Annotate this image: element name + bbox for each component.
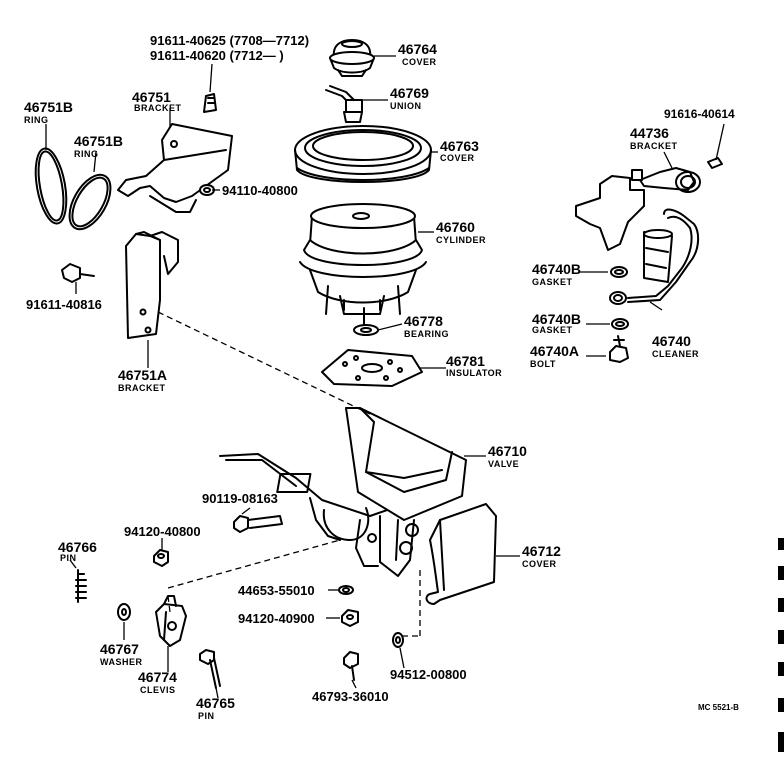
label-91611-40620: 91611-40620 (7712— ) — [150, 48, 284, 63]
edge-mark — [778, 566, 784, 580]
label-46712-name: COVER — [522, 559, 557, 569]
assembly-dashed-lines — [157, 311, 421, 637]
label-46764-number: 46764 — [398, 41, 437, 57]
bolt-46740A-shape — [609, 335, 629, 363]
label-46740B-1-number: 46740B — [532, 261, 582, 277]
gasket-46740B-shape-2 — [611, 318, 629, 330]
label-91611-40816: 91611-40816 — [26, 297, 102, 312]
label-46740-name: CLEANER — [652, 349, 700, 359]
label-46760-name: CYLINDER — [436, 235, 487, 245]
edge-mark — [778, 630, 784, 644]
edge-mark — [778, 538, 784, 550]
leader-lines — [45, 55, 725, 699]
label-44736-name: BRACKET — [630, 141, 678, 151]
label-46767-number: 46767 — [100, 641, 139, 657]
label-46740A-number: 46740A — [530, 343, 580, 359]
label-46740B-1-name: GASKET — [532, 277, 573, 287]
label-46751B-ring2-number: 46751B — [74, 133, 124, 149]
union-46769-shape — [325, 85, 363, 123]
cover-46712-shape — [425, 503, 497, 605]
label-46765-name: PIN — [198, 711, 215, 721]
nut-94110-40800-shape — [199, 184, 215, 196]
label-44653-55010: 44653-55010 — [238, 583, 315, 598]
bolt-90119-08163-shape — [233, 515, 283, 533]
label-46751B-ring2-name: RING — [74, 149, 99, 159]
label-44736-number: 44736 — [630, 125, 669, 141]
label-46764-name: COVER — [402, 57, 437, 67]
label-46751A-name: BRACKET — [118, 383, 166, 393]
label-46769-name: UNION — [390, 101, 422, 111]
valve-46710-shape — [219, 407, 467, 577]
nut-94120-40900-shape — [341, 609, 359, 627]
label-46778-number: 46778 — [404, 313, 443, 329]
label-94120-40900: 94120-40900 — [238, 611, 315, 626]
label-94512-00800: 94512-00800 — [390, 667, 467, 682]
ring-46751B-shape-1 — [34, 147, 68, 225]
label-46710-name: VALVE — [488, 459, 520, 469]
label-46766-number: 46766 — [58, 539, 97, 555]
label-91616-40614: 91616-40614 — [664, 107, 735, 121]
bracket-46751-shape — [117, 93, 233, 213]
clevis-46774-shape — [155, 595, 187, 647]
edge-mark — [778, 662, 784, 676]
label-46710-number: 46710 — [488, 443, 527, 459]
washer-94512-00800-shape — [392, 632, 404, 648]
edge-mark — [778, 698, 784, 712]
ring-46751B-shape-2 — [68, 173, 112, 231]
bracket-46751A-shape — [125, 231, 179, 339]
edge-mark — [778, 598, 784, 612]
label-46766-name: PIN — [60, 553, 77, 563]
pin-46765-shape — [199, 649, 221, 689]
label-46778-name: BEARING — [404, 329, 450, 339]
label-46774-number: 46774 — [138, 669, 177, 685]
label-46712-number: 46712 — [522, 543, 561, 559]
label-46751B-ring1-number: 46751B — [24, 99, 74, 115]
edge-mark — [778, 732, 784, 752]
label-46765-number: 46765 — [196, 695, 235, 711]
bolt-91611-40816-shape — [61, 263, 95, 283]
pin-46766-shape — [75, 569, 87, 603]
bearing-46778-shape — [353, 307, 379, 336]
label-46751-number: 46751 — [132, 89, 171, 105]
label-94110-40800: 94110-40800 — [222, 183, 298, 198]
label-46740B-2-name: GASKET — [532, 325, 573, 335]
insulator-46781-shape — [321, 349, 423, 387]
washer-44653-55010-shape — [338, 585, 354, 595]
label-91611-40625: 91611-40625 (7708—7712) — [150, 33, 310, 48]
label-46774-name: CLEVIS — [140, 685, 176, 695]
label-46767-name: WASHER — [100, 657, 143, 667]
screw-46793-36010-shape — [343, 651, 359, 681]
washer-46767-shape — [117, 603, 131, 621]
label-46760-number: 46760 — [436, 219, 475, 235]
label-46740A-name: BOLT — [530, 359, 556, 369]
label-94120-40800: 94120-40800 — [124, 524, 201, 539]
label-46769-number: 46769 — [390, 85, 429, 101]
label-46763-name: COVER — [440, 153, 475, 163]
cylinder-46760-shape — [299, 203, 427, 315]
bracket-44736-shape — [575, 157, 723, 251]
label-46781-number: 46781 — [446, 353, 485, 369]
cover-46763-shape — [294, 125, 432, 183]
label-46763-number: 46763 — [440, 138, 479, 154]
label-90119-08163: 90119-08163 — [202, 491, 278, 506]
label-46751B-ring1-name: RING — [24, 115, 49, 125]
nut-94120-40800-shape — [153, 549, 169, 567]
label-46751A-number: 46751A — [118, 367, 168, 383]
label-46740B-2-number: 46740B — [532, 311, 582, 327]
diagram-reference-code: MC 5521-B — [698, 703, 739, 712]
label-46740-number: 46740 — [652, 333, 691, 349]
label-46793-36010: 46793-36010 — [312, 689, 389, 704]
label-46751-name: BRACKET — [134, 103, 182, 113]
label-46781-name: INSULATOR — [446, 368, 503, 378]
cover-46764-shape — [329, 39, 375, 77]
cleaner-46740-shape — [609, 208, 700, 305]
gasket-46740B-shape-1 — [610, 266, 628, 278]
